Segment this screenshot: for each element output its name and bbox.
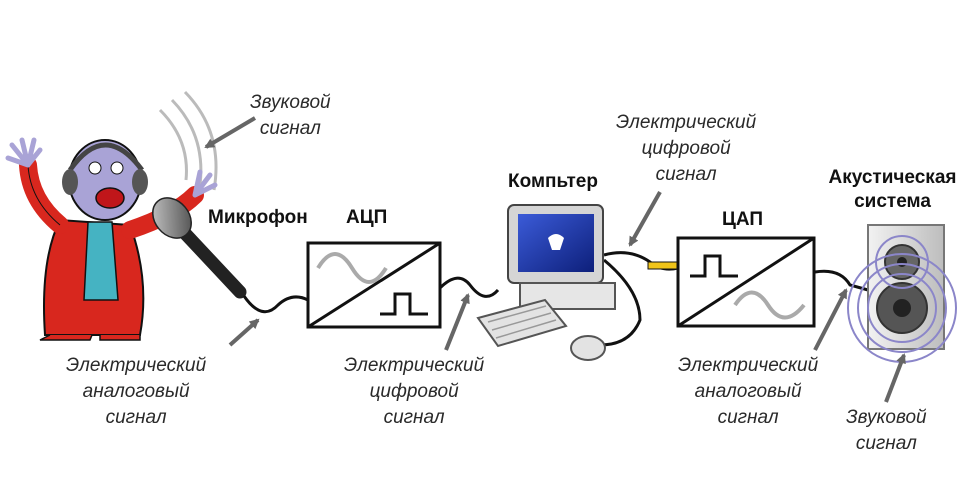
arrow-digital-mid (444, 293, 470, 351)
arrow-sound-out (884, 353, 906, 403)
adc-converter-box (306, 241, 442, 329)
heading-computer: Компьтер (508, 171, 598, 192)
connector-plug (647, 261, 681, 270)
computer-icon (476, 204, 616, 361)
dac-converter-box (676, 236, 816, 328)
heading-microphone: Микрофон (208, 207, 308, 228)
microphone-icon (152, 197, 247, 299)
arrow-digital-top (628, 191, 662, 247)
arrow-analog-out (813, 288, 848, 351)
annotation-arrows (204, 116, 906, 403)
arrow-analog-in (228, 318, 260, 347)
speaker-icon (847, 224, 957, 363)
heading-adc: АЦП (346, 207, 388, 228)
heading-dac: ЦАП (722, 209, 764, 230)
arrow-sound-in (204, 116, 257, 149)
